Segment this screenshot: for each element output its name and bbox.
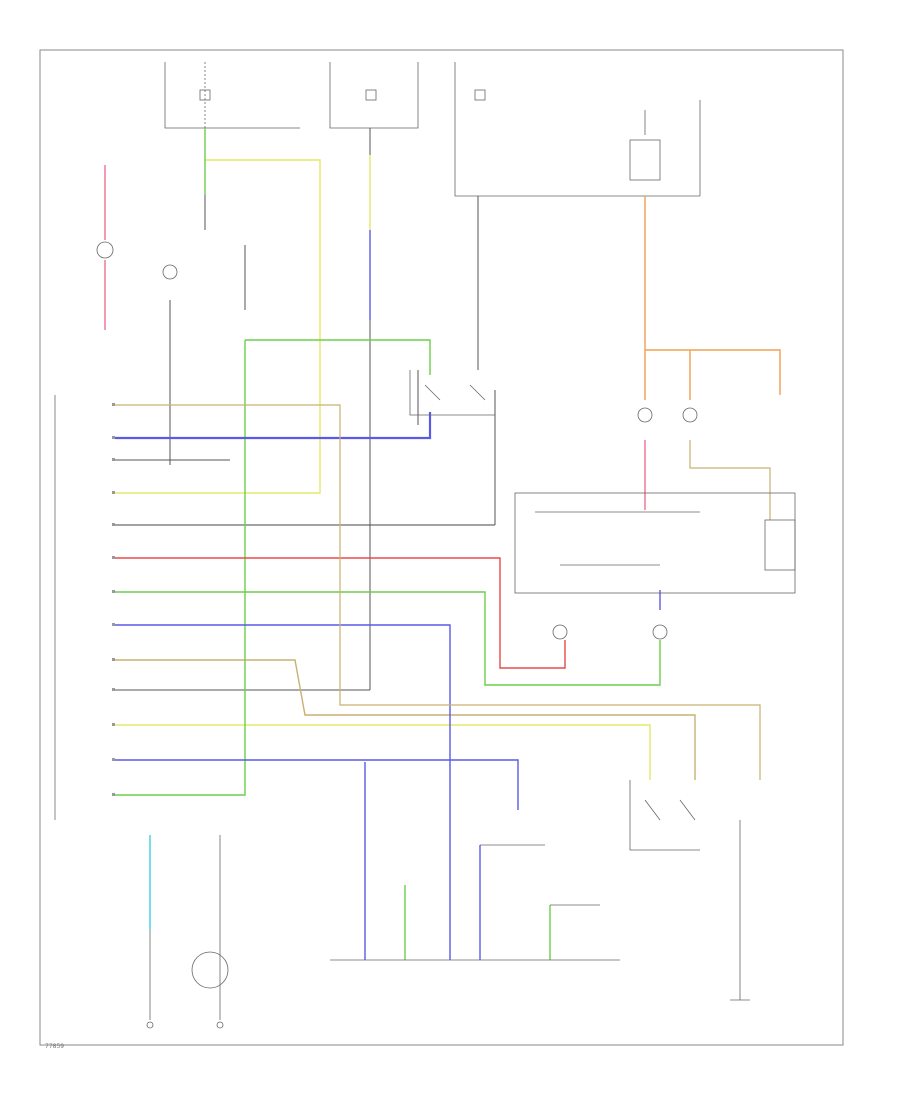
bulb-left xyxy=(162,264,178,280)
bottom-connectors xyxy=(330,844,620,961)
brake-pedal-position-switch xyxy=(409,370,495,416)
diagram-border xyxy=(39,49,844,1046)
combination-switch-light-sw xyxy=(629,100,701,196)
wire-yellow-2 xyxy=(115,724,651,780)
gray-wires xyxy=(115,128,646,691)
wire-tan-1 xyxy=(115,404,761,780)
wire-blue-3 xyxy=(115,624,451,960)
wire-red-1 xyxy=(115,557,566,669)
wire-orange-2 xyxy=(645,349,781,395)
cruise-control-switches xyxy=(629,780,750,1001)
under-dash-fuse-box xyxy=(454,62,700,197)
under-hood-fuse-box-middle xyxy=(329,62,419,129)
cruise-indicator-bulb xyxy=(96,241,114,259)
wire-green-3 xyxy=(115,340,246,796)
wire-tan-2 xyxy=(689,440,771,520)
wire-yellow-4 xyxy=(115,659,696,780)
gauge-assembly xyxy=(514,407,796,640)
wire-blue-4 xyxy=(115,759,519,810)
under-hood-fuse-box-left xyxy=(164,62,300,129)
transmission-range-switch xyxy=(191,835,229,1029)
wire-green-2 xyxy=(245,339,431,375)
wire-yellow-1 xyxy=(115,159,321,494)
wire-green-4 xyxy=(115,591,661,686)
clutch-pedal-switch xyxy=(146,930,154,1029)
connector-pins xyxy=(112,403,115,796)
diagram-code: 77859 xyxy=(45,1043,64,1050)
wire-blue-1 xyxy=(115,412,432,440)
